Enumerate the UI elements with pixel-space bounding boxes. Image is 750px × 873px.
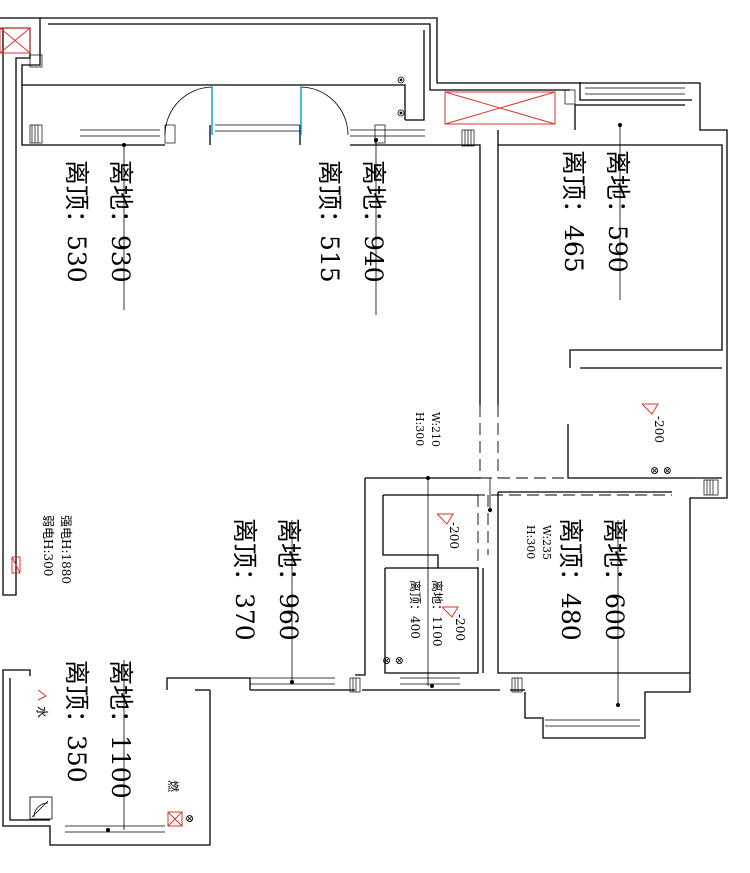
room-6-ceiling: 离顶：350	[62, 660, 91, 783]
opening-dim-1: W:210 H:300	[413, 412, 442, 447]
room-7-floor: 离地：1100	[430, 580, 445, 647]
room-5-ceiling: 离顶：480	[556, 518, 585, 641]
room-2-floor: 离地：940	[359, 160, 388, 283]
level-markers	[37, 403, 659, 701]
exterior-walls	[0, 17, 728, 846]
svg-text:燃: 燃	[166, 780, 181, 792]
level-value-3: -200	[453, 614, 467, 641]
room-label-7: 离地：1100 离顶：400	[408, 580, 445, 647]
gas-label: 燃	[166, 780, 181, 792]
level-value-1: -200	[652, 416, 666, 443]
weak-electric: 弱电H:300	[41, 515, 55, 576]
room-4-floor: 离地：960	[274, 518, 303, 641]
room-label-5: 离地：600 离顶：480	[556, 518, 629, 641]
room-2-ceiling: 离顶：515	[315, 160, 344, 283]
opening-dim-2: W:235 H:300	[524, 525, 553, 560]
water-label: 水	[35, 706, 49, 718]
room-5-floor: 离地：600	[600, 518, 629, 641]
fixture-symbols: ⊗ ⊗ ⊗ ⊗ ⊗	[29, 76, 672, 825]
svg-text:W:235: W:235	[540, 525, 553, 560]
windows	[65, 87, 685, 833]
room-3-ceiling: 离顶：465	[559, 150, 588, 273]
svg-text:⊗ ⊗: ⊗ ⊗	[382, 654, 404, 667]
room-7-ceiling: 离顶：400	[408, 580, 423, 639]
room-4-ceiling: 离顶：370	[230, 518, 259, 641]
room-label-6: 离地：1100 离顶：350	[62, 660, 135, 799]
svg-text:-200: -200	[447, 522, 461, 549]
level-value-2: -200	[447, 522, 461, 549]
room-label-1: 离地：930 离顶：530	[62, 160, 135, 283]
room-label-2: 离地：940 离顶：515	[315, 160, 388, 283]
room-1-ceiling: 离顶：530	[62, 160, 91, 283]
svg-text:-200: -200	[453, 614, 467, 641]
room-6-floor: 离地：1100	[106, 660, 135, 799]
room-label-4: 离地：960 离顶：370	[230, 518, 303, 641]
room-label-3: 离地：590 离顶：465	[559, 150, 632, 273]
room-1-floor: 离地：930	[106, 160, 135, 283]
shaft-markers	[0, 27, 556, 827]
electric-notes: 强电H:1880 弱电H:300	[41, 515, 73, 584]
dashed-openings	[383, 405, 672, 673]
doors	[164, 86, 349, 136]
wall-hatches	[29, 54, 719, 693]
room-3-floor: 离地：590	[603, 150, 632, 273]
leader-lines	[106, 123, 622, 832]
svg-text:H:300: H:300	[413, 412, 426, 446]
svg-text:W:210: W:210	[429, 412, 442, 447]
svg-text:水: 水	[35, 706, 49, 718]
strong-electric: 强电H:1880	[59, 515, 73, 584]
svg-text:-200: -200	[652, 416, 666, 443]
svg-text:⊗ ⊗: ⊗ ⊗	[650, 464, 672, 477]
svg-text:⊗: ⊗	[185, 812, 194, 825]
svg-text:H:300: H:300	[524, 525, 537, 559]
